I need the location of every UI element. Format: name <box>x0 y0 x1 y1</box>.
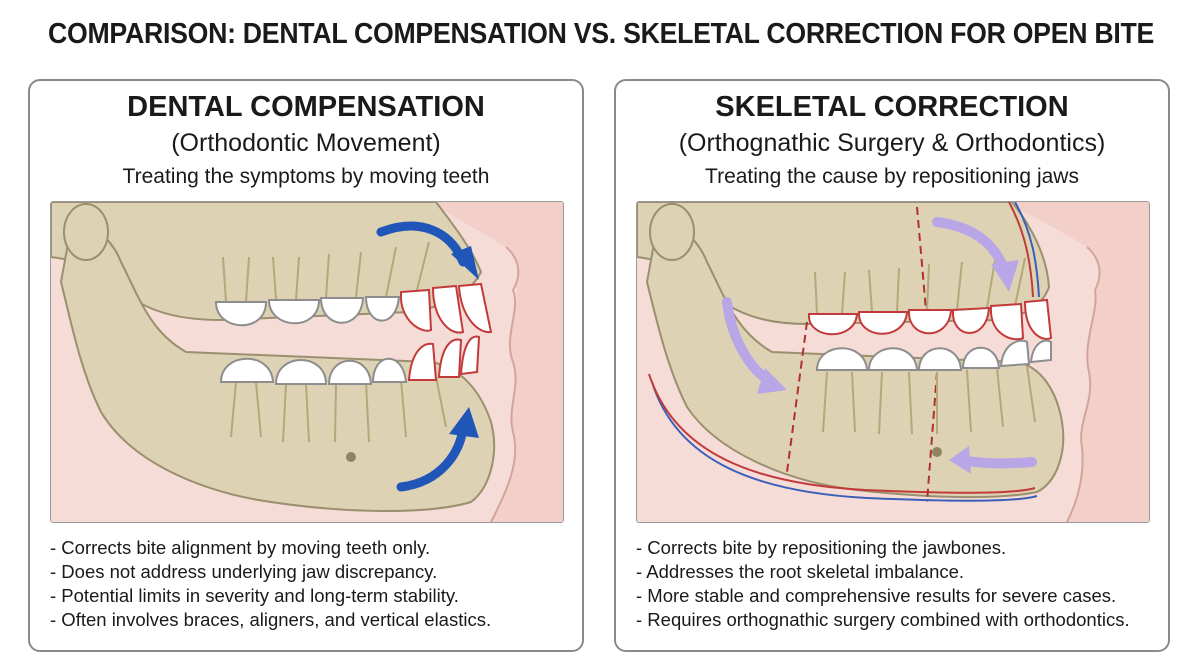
bullet-item: - Corrects bite alignment by moving teet… <box>50 537 431 558</box>
skeletal-correction-bullets: - Corrects bite by repositioning the jaw… <box>636 536 1156 632</box>
bullet-item: - Potential limits in severity and long-… <box>50 585 459 606</box>
chin-advancement-arrow <box>957 455 1037 469</box>
panel-tagline: Treating the cause by repositioning jaws <box>705 165 1079 188</box>
mandible-bone <box>59 225 495 512</box>
main-title: COMPARISON: DENTAL COMPENSATION VS. SKEL… <box>48 18 1155 50</box>
bullet-item: - Often involves braces, aligners, and v… <box>50 609 492 630</box>
panel-subtitle: (Orthognathic Surgery & Orthodontics) <box>678 129 1106 157</box>
panel-title: DENTAL COMPENSATION <box>127 91 485 123</box>
panel-subtitle: (Orthodontic Movement) <box>171 129 441 157</box>
bullet-item: - Does not address underlying jaw discre… <box>50 561 438 582</box>
bullet-item: - Corrects bite by repositioning the jaw… <box>636 537 1007 558</box>
dental-compensation-illustration <box>50 201 564 523</box>
skeletal-correction-illustration <box>636 201 1150 523</box>
panel-title: SKELETAL CORRECTION <box>715 91 1069 123</box>
bullet-item: - More stable and comprehensive results … <box>636 585 1117 606</box>
bullet-item: - Addresses the root skeletal imbalance. <box>636 561 965 582</box>
bullet-item: - Requires orthognathic surgery combined… <box>636 609 1130 630</box>
dental-compensation-bullets: - Corrects bite alignment by moving teet… <box>50 536 570 632</box>
dental-compensation-panel: DENTAL COMPENSATION (Orthodontic Movemen… <box>28 79 584 652</box>
skeletal-correction-panel: SKELETAL CORRECTION (Orthognathic Surger… <box>614 79 1170 652</box>
panel-tagline: Treating the symptoms by moving teeth <box>122 165 490 188</box>
